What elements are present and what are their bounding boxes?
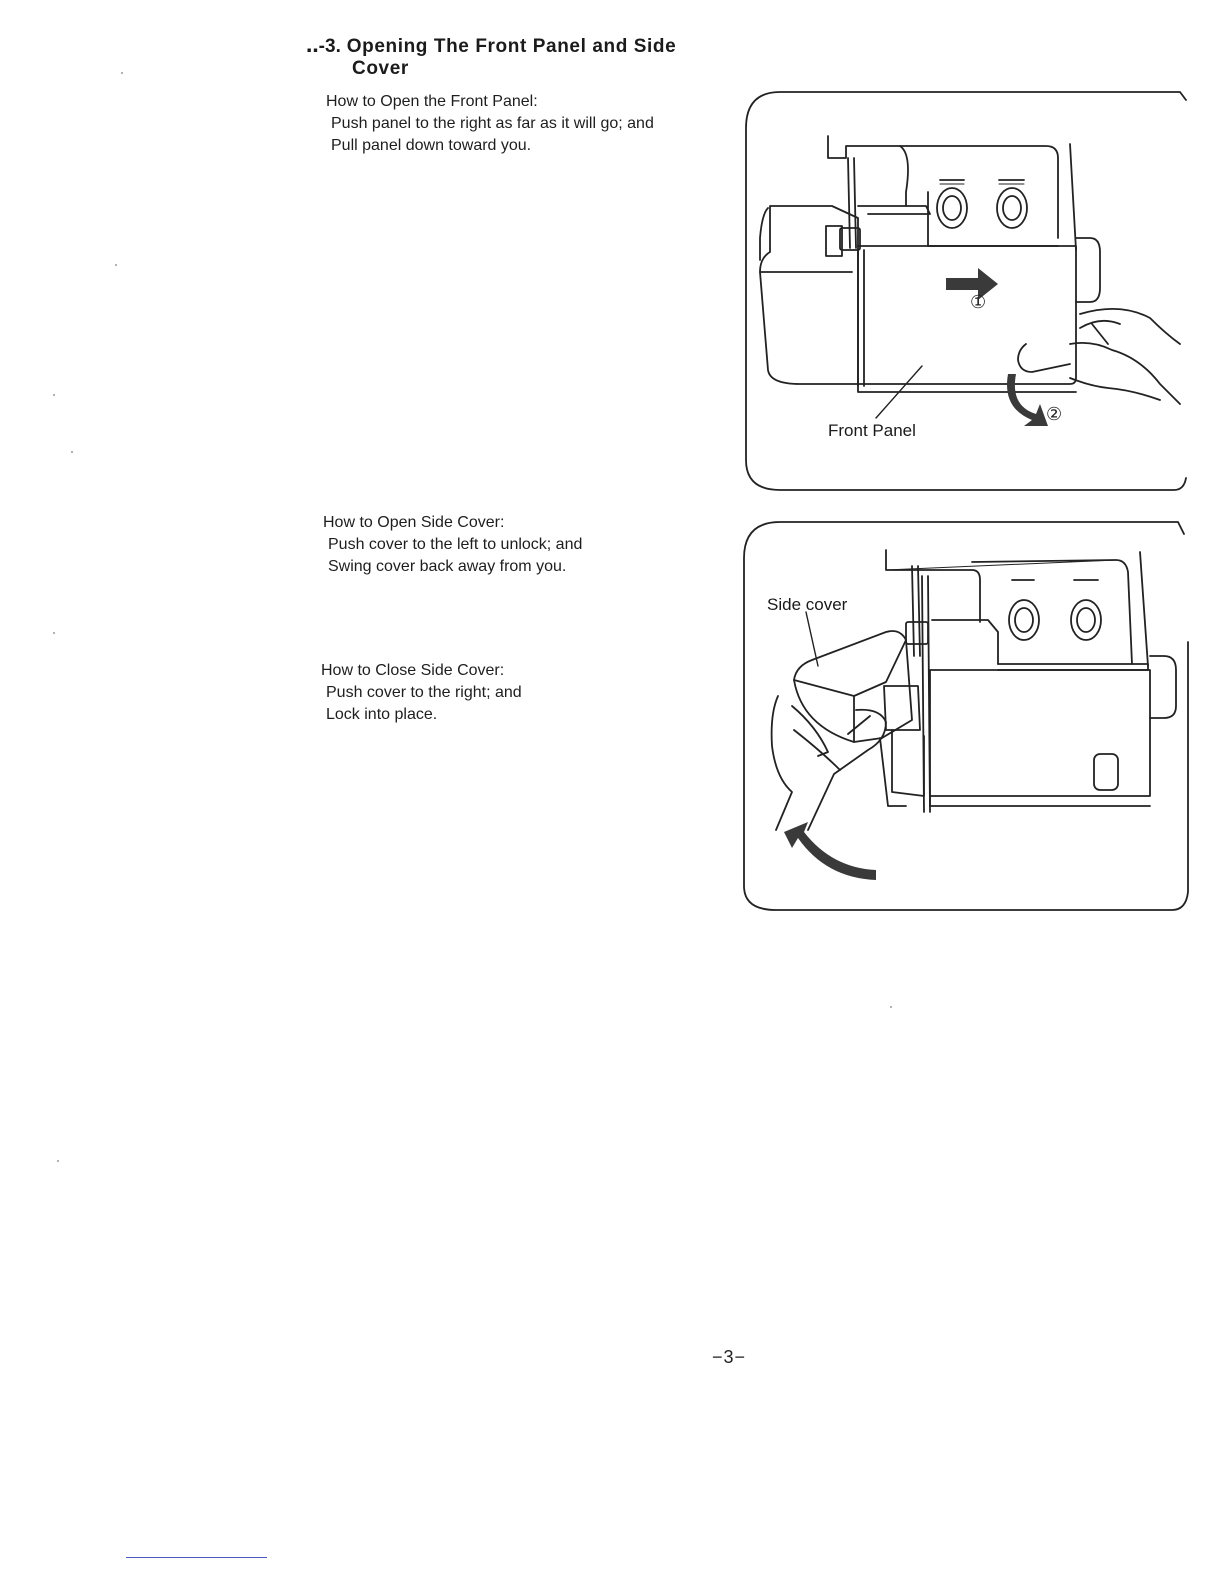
close-side-cover-instructions: How to Close Side Cover: Push cover to t… — [321, 660, 522, 726]
open-front-panel-step2: Pull panel down toward you. — [331, 137, 532, 154]
close-side-cover-step1: Push cover to the right; and — [326, 684, 522, 701]
side-cover-illustration: Side cover — [743, 521, 1189, 911]
scan-speck — [71, 451, 73, 453]
scan-speck — [53, 394, 55, 396]
step-marker-1: ① — [970, 292, 986, 312]
section-number: ‥-3. — [306, 36, 341, 57]
scan-speck — [57, 1160, 59, 1162]
section-heading: ‥-3. Opening The Front Panel and Side Co… — [306, 36, 676, 80]
section-title-line1: Opening The Front Panel and Side — [346, 36, 677, 57]
open-side-cover-step1: Push cover to the left to unlock; and — [328, 536, 583, 553]
figure-frame — [745, 91, 1187, 491]
open-side-cover-heading: How to Open Side Cover: — [323, 514, 505, 531]
open-side-cover-step2: Swing cover back away from you. — [328, 558, 567, 575]
front-panel-illustration: ① ② Front Panel — [745, 91, 1187, 491]
section-title-line2: Cover — [352, 58, 409, 79]
open-front-panel-heading: How to Open the Front Panel: — [326, 93, 538, 110]
scan-speck — [53, 632, 55, 634]
open-front-panel-instructions: How to Open the Front Panel: Push panel … — [326, 91, 654, 157]
side-cover-callout: Side cover — [767, 595, 848, 614]
open-side-cover-instructions: How to Open Side Cover: Push cover to th… — [323, 512, 582, 578]
swing-back-arrow — [784, 822, 876, 880]
close-side-cover-step2: Lock into place. — [326, 706, 438, 723]
page-number: −3− — [712, 1347, 747, 1367]
scan-speck — [890, 1006, 892, 1008]
scan-speck — [115, 264, 117, 266]
step-marker-2: ② — [1046, 404, 1062, 424]
close-side-cover-heading: How to Close Side Cover: — [321, 662, 505, 679]
front-panel-callout: Front Panel — [828, 421, 916, 440]
open-front-panel-step1: Push panel to the right as far as it wil… — [331, 115, 654, 132]
footer-rule — [126, 1557, 267, 1558]
scan-speck — [121, 72, 123, 74]
figure-frame — [743, 521, 1189, 911]
pull-down-arrow — [1007, 374, 1048, 426]
push-right-arrow — [946, 268, 998, 300]
